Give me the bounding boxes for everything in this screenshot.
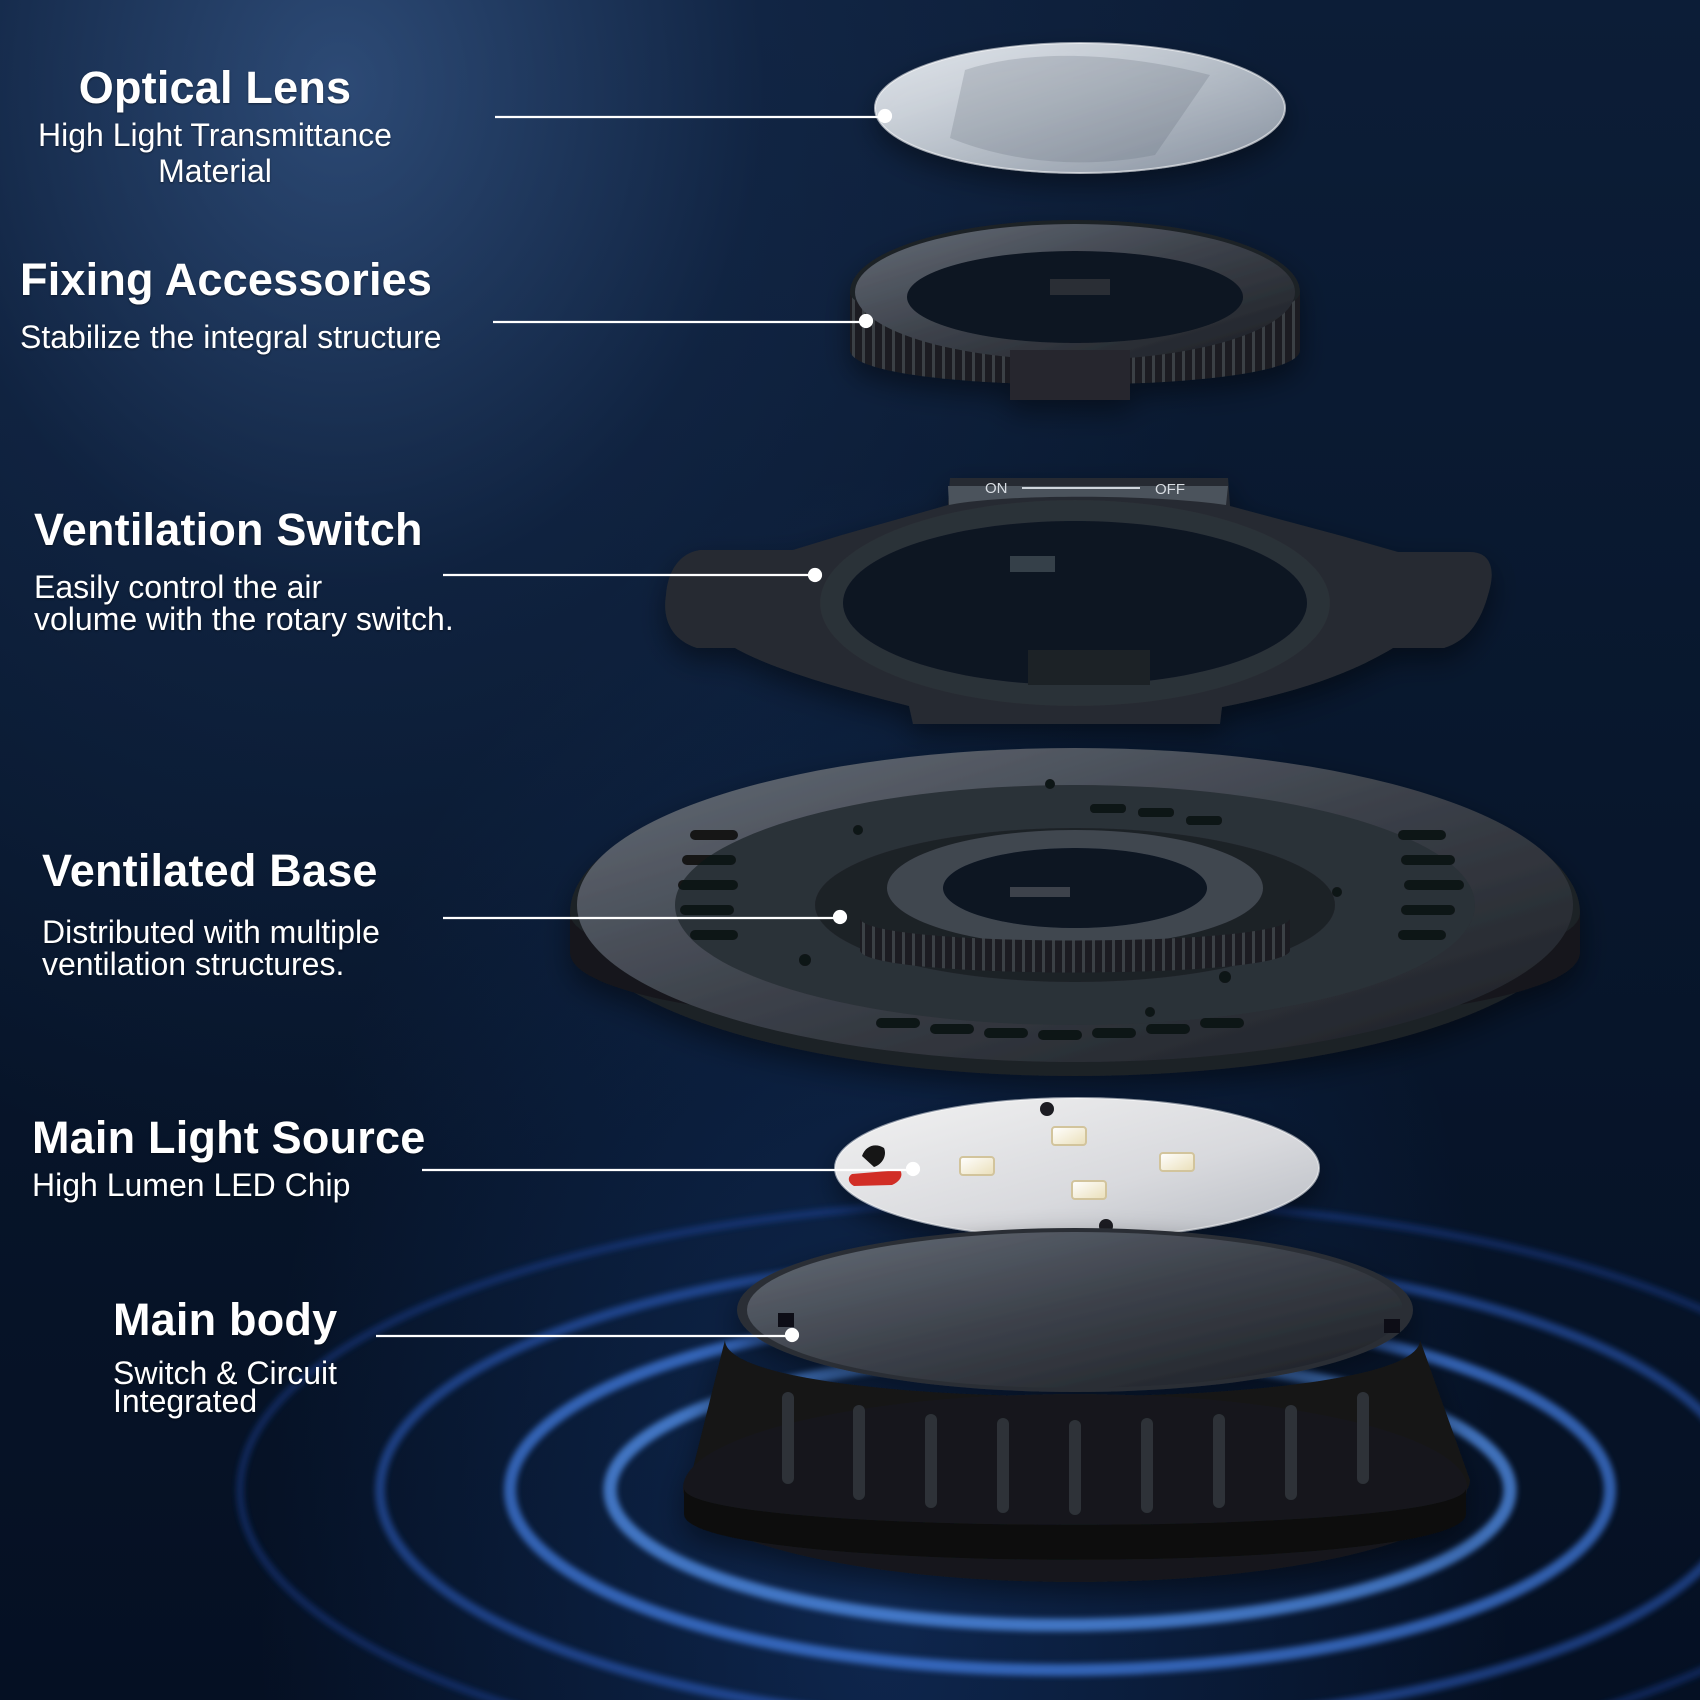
callout-description-line: ventilation structures. [42,946,345,983]
callout-main-light-source: Main Light Source High Lumen LED Chip [32,1112,462,1204]
callout-description-line: volume with the rotary switch. [34,601,454,638]
ventilated-base-part [570,748,1580,1076]
optical-lens-part [874,42,1286,174]
ventilation-switch-part: ON OFF [665,478,1492,724]
callout-title: Fixing Accessories [20,254,433,305]
callout-ventilation-switch: Ventilation Switch Easily control the ai… [34,504,494,638]
callout-description-line: Switch & Circuit [113,1355,338,1392]
callout-title: Ventilated Base [42,845,378,896]
callout-fixing-accessories: Fixing Accessories Stabilize the integra… [20,254,490,356]
callout-description-line: Material [158,153,272,190]
switch-off-label: OFF [1155,481,1185,498]
leader-lines [376,108,921,1343]
callout-description-line: Stabilize the integral structure [20,319,442,356]
switch-on-label: ON [985,480,1008,497]
callout-description-line: Distributed with multiple [42,914,380,951]
callout-description-line: High Lumen LED Chip [32,1167,351,1204]
callout-description-line: Integrated [113,1383,258,1420]
callout-title: Optical Lens [78,62,352,113]
main-body-part [683,1228,1470,1582]
callout-ventilated-base: Ventilated Base Distributed with multipl… [42,845,442,983]
callout-title: Ventilation Switch [34,504,423,555]
main-light-source-part [834,1097,1320,1239]
callout-title: Main body [113,1294,338,1345]
callout-description-line: Easily control the air [34,569,323,606]
callout-description-line: High Light Transmittance [38,117,392,154]
fixing-accessories-part [850,220,1300,400]
callout-title: Main Light Source [32,1112,426,1163]
callout-main-body: Main body Switch & Circuit Integrated [113,1294,403,1420]
callout-optical-lens: Optical Lens High Light Transmittance Ma… [20,62,410,190]
